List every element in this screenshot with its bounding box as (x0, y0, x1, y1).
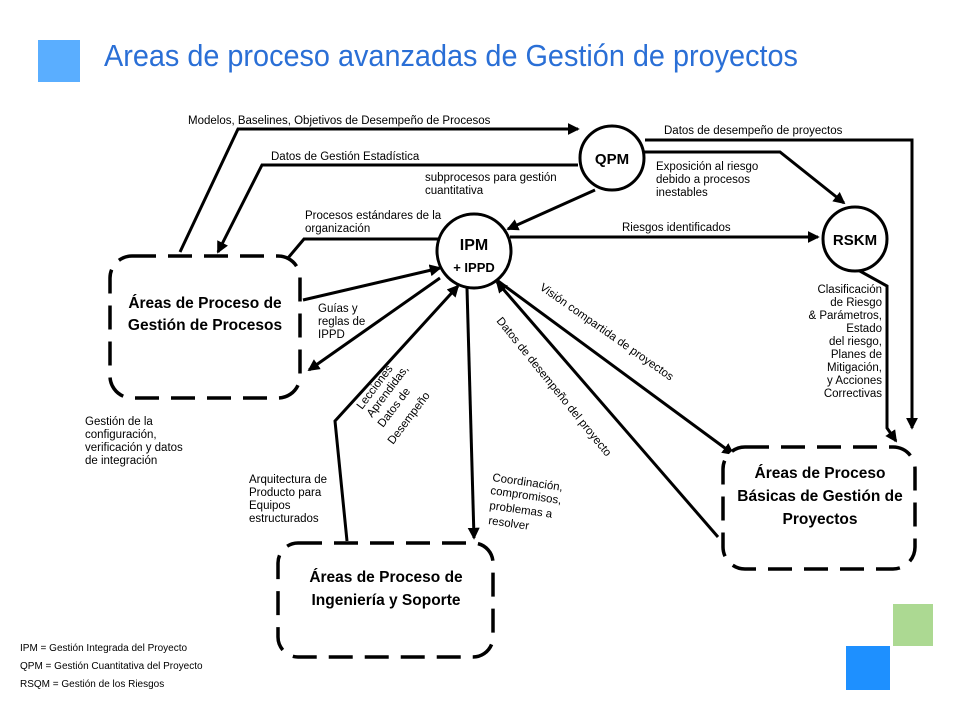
basic-pm-title-line-2: Básicas de Gestión de (737, 488, 903, 505)
label-lessons-learned: Lecciones Aprendidas, Datos de Desempeño (355, 363, 433, 447)
svg-text:Equipos: Equipos (249, 500, 291, 512)
label-models: Modelos, Baselines, Objetivos de Desempe… (188, 115, 491, 127)
process-management-title-line-1: Áreas de Proceso de (128, 295, 282, 312)
arrow-shared-vision (497, 279, 735, 456)
engineering-support-title-line-1: Áreas de Proceso de (309, 569, 463, 586)
svg-text:Guías y: Guías y (318, 303, 358, 315)
svg-text:Producto para: Producto para (249, 487, 322, 499)
engineering-support-title-line-2: Ingeniería y Soporte (311, 592, 460, 609)
svg-text:Exposición al riesgo: Exposición al riesgo (656, 161, 758, 173)
arrow-qpm-to-ipm (506, 188, 596, 231)
label-shared-vision: Visión compartida de proyectos (537, 282, 675, 384)
svg-text:Gestión de la: Gestión de la (85, 416, 153, 428)
arrow-models (178, 123, 580, 253)
svg-text:Clasificación: Clasificación (817, 284, 882, 296)
legend-qpm: QPM = Gestión Cuantitativa del Proyecto (20, 661, 203, 672)
arrow-lessons-learned (333, 284, 460, 542)
qpm-node[interactable]: QPM (578, 124, 646, 192)
decoration-square-green (893, 604, 933, 646)
decoration-square-blue (846, 646, 890, 690)
engineering-support-areas-box[interactable]: Áreas de Proceso de Ingeniería y Soporte (276, 541, 495, 659)
svg-text:resolver: resolver (488, 515, 530, 533)
svg-text:Correctivas: Correctivas (824, 388, 882, 400)
basic-pm-title-line-1: Áreas de Proceso (755, 465, 886, 482)
svg-text:Estado: Estado (846, 323, 882, 335)
svg-text:configuración,: configuración, (85, 429, 157, 441)
label-risk-classification: Clasificación de Riesgo & Parámetros, Es… (809, 284, 883, 400)
svg-text:cuantitativa: cuantitativa (425, 185, 484, 197)
qpm-label: QPM (595, 151, 629, 168)
rskm-node[interactable]: RSKM (821, 205, 889, 273)
svg-text:Planes de: Planes de (831, 349, 882, 361)
arrow-coordination (465, 287, 480, 540)
label-project-performance-data: Datos de desempeño de proyectos (664, 125, 843, 137)
label-coordination: Coordinación, compromisos, problemas a r… (488, 472, 564, 533)
basic-project-management-areas-box[interactable]: Áreas de Proceso Básicas de Gestión de P… (721, 445, 917, 571)
arrow-project-performance-data (645, 138, 918, 430)
svg-text:inestables: inestables (656, 187, 708, 199)
label-statistical-data: Datos de Gestión Estadística (271, 151, 420, 163)
label-risk-exposure: Exposición al riesgo debido a procesos i… (656, 161, 758, 199)
arrow-statistical-data (216, 163, 578, 254)
svg-text:reglas de: reglas de (318, 316, 365, 328)
svg-text:subprocesos para gestión: subprocesos para gestión (425, 172, 557, 184)
legend-ipm: IPM = Gestión Integrada del Proyecto (20, 643, 188, 654)
page-title: Areas de proceso avanzadas de Gestión de… (104, 38, 798, 73)
arrow-risk-classification (857, 268, 898, 443)
ipm-node[interactable]: IPM + IPPD (435, 212, 513, 290)
ipm-label: IPM (460, 237, 488, 254)
arrow-standard-processes (286, 237, 440, 259)
svg-text:verificación y datos: verificación y datos (85, 442, 183, 454)
svg-text:Procesos estándares de la: Procesos estándares de la (305, 210, 442, 222)
svg-text:estructurados: estructurados (249, 513, 319, 525)
arrow-project-performance-feedback (495, 280, 720, 538)
process-management-title-line-2: Gestión de Procesos (128, 317, 282, 334)
svg-text:debido a procesos: debido a procesos (656, 174, 750, 186)
label-project-performance-feedback: Datos de desempeño del proyecto (494, 315, 614, 459)
arrow-risk-exposure (640, 150, 846, 205)
svg-text:de Riesgo: de Riesgo (830, 297, 882, 309)
basic-pm-title-line-3: Proyectos (783, 511, 858, 528)
legend-rsqm: RSQM = Gestión de los Riesgos (20, 679, 165, 690)
arrow-ipm-to-process-mgmt (307, 276, 441, 372)
label-standard-processes: Procesos estándares de la organización (305, 210, 442, 235)
rskm-label: RSKM (833, 232, 877, 249)
svg-text:Mitigación,: Mitigación, (827, 362, 882, 374)
label-product-architecture: Arquitectura de Producto para Equipos es… (249, 474, 327, 525)
ippd-label: + IPPD (453, 260, 495, 275)
label-configuration-management: Gestión de la configuración, verificació… (85, 416, 183, 467)
svg-text:del riesgo,: del riesgo, (829, 336, 882, 348)
svg-text:IPPD: IPPD (318, 329, 345, 341)
title-decoration-square (38, 40, 80, 82)
svg-text:y Acciones: y Acciones (827, 375, 882, 387)
process-management-areas-box[interactable]: Áreas de Proceso de Gestión de Procesos (108, 254, 302, 400)
label-subprocesses: subprocesos para gestión cuantitativa (425, 172, 557, 197)
label-ippd-guides: Guías y reglas de IPPD (318, 303, 365, 341)
label-risks-identified: Riesgos identificados (622, 222, 731, 234)
svg-text:organización: organización (305, 223, 370, 235)
arrow-ippd-guides (302, 264, 442, 302)
svg-text:de integración: de integración (85, 455, 157, 467)
svg-text:Arquitectura de: Arquitectura de (249, 474, 327, 486)
svg-text:& Parámetros,: & Parámetros, (809, 310, 883, 322)
